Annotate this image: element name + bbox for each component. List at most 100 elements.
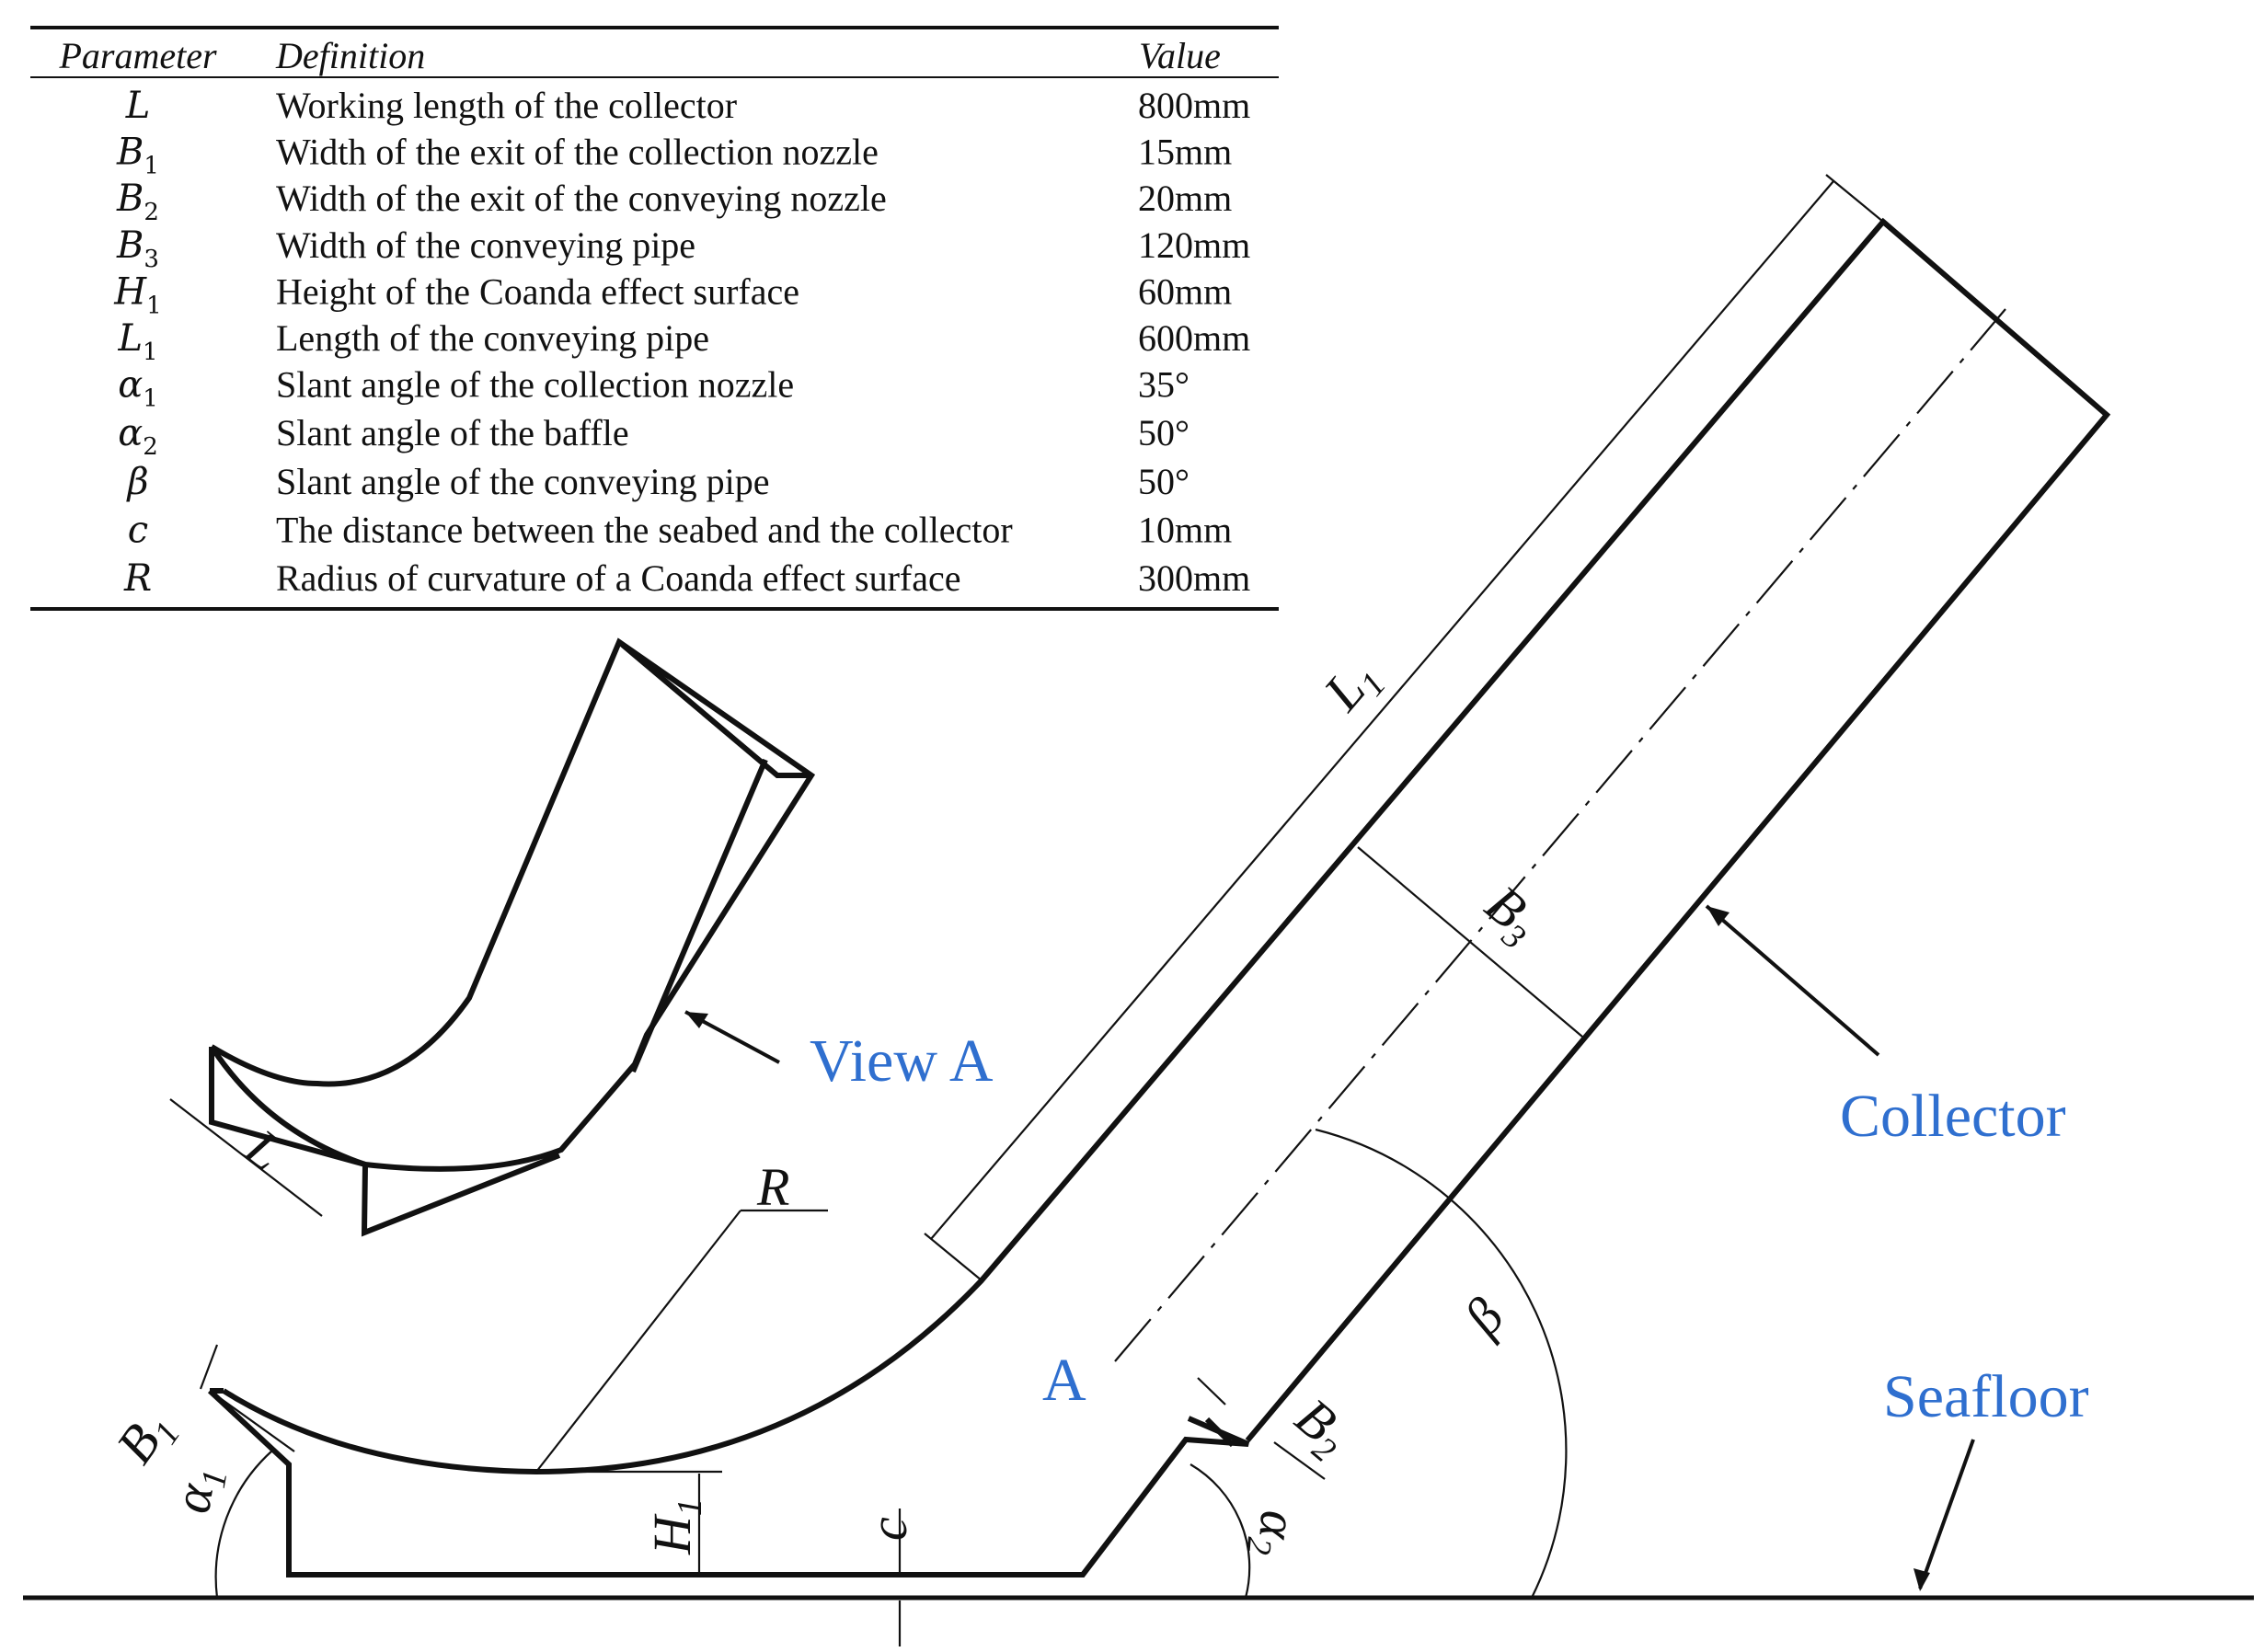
row-definition: Slant angle of the collection nozzle bbox=[276, 364, 794, 406]
row-value: 15mm bbox=[1138, 132, 1232, 173]
row-value: 300mm bbox=[1138, 557, 1250, 599]
B2-label: B2 bbox=[1280, 1386, 1362, 1470]
alpha2-arc bbox=[1189, 1463, 1251, 1599]
row-symbol: H1 bbox=[113, 270, 161, 319]
row-symbol: L bbox=[125, 85, 151, 127]
dimension-beta: β bbox=[1315, 1128, 1568, 1599]
seafloor-arrowhead bbox=[1913, 1568, 1930, 1591]
R-leader-diagonal bbox=[535, 1210, 741, 1473]
row-value: 50° bbox=[1138, 412, 1189, 453]
row-definition: Length of the conveying pipe bbox=[276, 317, 709, 359]
view-a-inner-curve bbox=[209, 1045, 366, 1167]
table-row: B3 Width of the conveying pipe 120mm bbox=[116, 224, 1250, 273]
header-parameter: Parameter bbox=[58, 35, 217, 76]
collector-outline-lower bbox=[207, 1388, 1250, 1577]
view-a-arrowhead bbox=[685, 1012, 708, 1028]
parameter-table: Parameter Definition Value L Working leng… bbox=[30, 26, 1279, 611]
row-value: 800mm bbox=[1138, 85, 1250, 126]
H1-label: H1 bbox=[642, 1498, 709, 1555]
dimension-H1: H1 bbox=[536, 1470, 722, 1573]
table-row: L1 Length of the conveying pipe 600mm bbox=[117, 317, 1250, 366]
table-row: α2 Slant angle of the baffle 50° bbox=[118, 412, 1189, 461]
row-definition: The distance between the seabed and the … bbox=[276, 509, 1013, 550]
row-value: 35° bbox=[1138, 364, 1189, 406]
dimension-alpha2: α2 bbox=[1189, 1463, 1310, 1599]
beta-arc bbox=[1315, 1128, 1568, 1599]
dimension-B2: B2 bbox=[1197, 1377, 1362, 1480]
row-symbol: B2 bbox=[116, 178, 159, 226]
row-value: 20mm bbox=[1138, 178, 1232, 219]
collector-body bbox=[207, 217, 2111, 1577]
seafloor-arrow bbox=[1918, 1439, 1975, 1589]
section-a-label: A bbox=[1042, 1347, 1086, 1414]
row-value: 50° bbox=[1138, 461, 1189, 502]
row-symbol: c bbox=[128, 509, 148, 551]
row-value: 10mm bbox=[1138, 509, 1232, 550]
view-a-label: View A bbox=[810, 1027, 994, 1095]
dimension-L1: L1 bbox=[924, 174, 1884, 1281]
L-dim-line bbox=[169, 1098, 323, 1217]
collector-label: Collector bbox=[1840, 1083, 2066, 1150]
row-definition: Height of the Coanda effect surface bbox=[276, 270, 799, 312]
seafloor-label: Seafloor bbox=[1883, 1363, 2089, 1430]
view-a-outline bbox=[210, 637, 816, 1237]
header-value: Value bbox=[1139, 35, 1221, 76]
view-a-top-edge bbox=[617, 639, 811, 778]
row-definition: Width of the exit of the collection nozz… bbox=[276, 132, 879, 173]
row-definition: Slant angle of the conveying pipe bbox=[276, 461, 770, 502]
row-symbol: L1 bbox=[117, 317, 157, 366]
row-value: 600mm bbox=[1138, 317, 1250, 359]
row-definition: Width of the conveying pipe bbox=[276, 224, 695, 266]
B1-ext bbox=[209, 1390, 295, 1452]
L1-label: L1 bbox=[1312, 647, 1394, 727]
view-a-3d-collector: L View A bbox=[169, 637, 994, 1237]
row-value: 60mm bbox=[1138, 270, 1232, 312]
collector-arrowhead bbox=[1707, 906, 1730, 926]
B1-dim-line bbox=[199, 1344, 219, 1390]
beta-label: β bbox=[1452, 1287, 1515, 1347]
alpha1-arc bbox=[214, 1450, 273, 1599]
dimension-R: R bbox=[535, 1157, 828, 1473]
seafloor-callout: Seafloor bbox=[1883, 1363, 2089, 1591]
c-label: c bbox=[858, 1517, 918, 1541]
header-definition: Definition bbox=[275, 35, 425, 76]
row-symbol: α2 bbox=[118, 412, 158, 461]
L1-ext-bottom bbox=[924, 1233, 983, 1281]
table-row: B2 Width of the exit of the conveying noz… bbox=[116, 178, 1232, 226]
table-row: α1 Slant angle of the collection nozzle 35… bbox=[118, 364, 1189, 413]
row-value: 120mm bbox=[1138, 224, 1250, 266]
row-definition: Radius of curvature of a Coanda effect s… bbox=[276, 557, 960, 599]
B2-dim-line-bottom bbox=[1273, 1441, 1326, 1480]
view-a-side-wall bbox=[630, 758, 768, 1073]
B2-dim-line-top bbox=[1197, 1377, 1226, 1405]
dimension-alpha1: α1 bbox=[161, 1450, 273, 1599]
table-row: L Working length of the collector 800mm bbox=[125, 85, 1251, 127]
conveying-nozzle-baffle bbox=[1204, 1417, 1235, 1448]
L1-dim-line bbox=[930, 180, 1834, 1240]
row-definition: Working length of the collector bbox=[276, 85, 737, 126]
dimension-c: c bbox=[858, 1509, 918, 1646]
row-symbol: B1 bbox=[116, 132, 159, 180]
pipe-centerline bbox=[1114, 308, 2006, 1362]
dimension-B3: B3 bbox=[1357, 846, 1583, 1038]
L1-ext-top bbox=[1825, 174, 1884, 223]
collector-callout: Collector bbox=[1705, 904, 2066, 1150]
alpha1-label: α1 bbox=[161, 1463, 235, 1519]
row-symbol: α1 bbox=[118, 364, 158, 413]
row-definition: Width of the exit of the conveying nozzl… bbox=[276, 178, 887, 219]
B3-label: B3 bbox=[1470, 874, 1552, 958]
table-row: c The distance between the seabed and the… bbox=[128, 509, 1232, 551]
table-row: H1 Height of the Coanda effect surface 60m… bbox=[113, 270, 1232, 319]
B1-label: B1 bbox=[105, 1398, 189, 1477]
B3-dim-line bbox=[1357, 846, 1583, 1038]
table-row: β Slant angle of the conveying pipe 50° bbox=[125, 461, 1189, 503]
row-symbol: β bbox=[125, 461, 148, 503]
row-symbol: B3 bbox=[116, 224, 159, 273]
view-a-front-face bbox=[209, 1047, 366, 1167]
table-row: B1 Width of the exit of the collection no… bbox=[116, 132, 1232, 180]
row-definition: Slant angle of the baffle bbox=[276, 412, 629, 453]
